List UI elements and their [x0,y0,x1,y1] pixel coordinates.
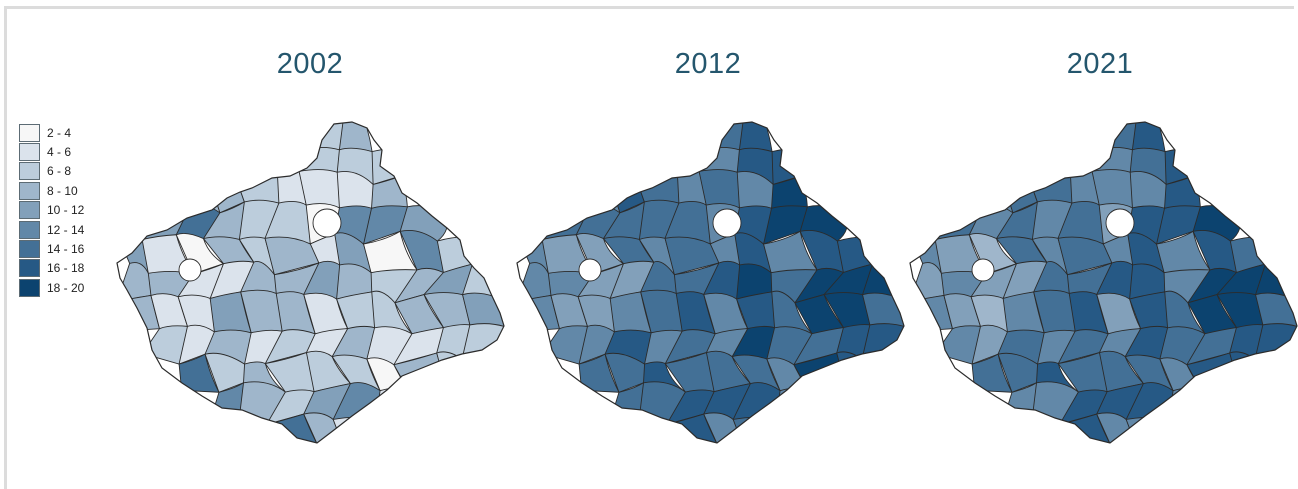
legend-item: 4 - 6 [19,142,109,162]
district-region [1125,416,1174,443]
legend-item: 6 - 8 [19,162,109,181]
map-title-2021: 2021 [1066,48,1134,80]
legend-swatch [19,278,40,297]
legend-item: 8 - 10 [19,181,109,200]
legend-swatch [19,123,40,142]
legend-item: 18 - 20 [19,278,109,297]
district-region [461,323,504,360]
legend-item: 12 - 14 [19,220,109,239]
district-region [171,179,221,214]
enclave-region [178,258,202,282]
district-region [698,169,741,209]
district-region [298,169,341,209]
district-region [375,387,410,420]
legend-label: 8 - 10 [47,183,78,198]
enclave-region [578,258,602,282]
legend-swatch [19,259,40,278]
legend-label: 2 - 4 [47,125,72,140]
legend-swatch [19,201,40,220]
legend-item: 16 - 18 [19,259,109,278]
district-region [436,351,473,395]
legend-swatch [19,143,40,162]
legend-item: 2 - 4 [19,123,109,142]
district-region [738,122,773,153]
legend: 2 - 4 4 - 6 6 - 8 8 - 10 10 - 12 12 - 14… [19,123,109,298]
region-outline [116,121,505,444]
enclave-region [712,208,742,238]
district-region [338,122,373,153]
region-outline [909,121,1298,444]
legend-item: 10 - 12 [19,201,109,220]
enclave-region [312,208,342,238]
choropleth-map-2021 [909,121,1298,444]
legend-swatch [19,220,40,239]
district-region [775,387,810,420]
choropleth-map-2002 [116,121,505,444]
district-region [964,179,1014,214]
region-outline [516,121,905,444]
legend-label: 6 - 8 [47,164,72,179]
choropleth-map-2012 [516,121,905,444]
legend-swatch [19,162,40,181]
legend-swatch [19,240,40,259]
map-title-2002: 2002 [276,48,344,80]
district-region [1229,351,1266,395]
legend-label: 10 - 12 [47,203,85,218]
enclave-region [971,258,995,282]
district-region [332,416,381,443]
map-title-2012: 2012 [674,48,742,80]
legend-label: 16 - 18 [47,261,85,276]
legend-label: 12 - 14 [47,222,85,237]
legend-label: 4 - 6 [47,145,72,160]
district-region [1098,122,1139,151]
district-region [1091,169,1134,209]
enclave-region [1105,208,1135,238]
legend-swatch [19,181,40,200]
legend-label: 14 - 16 [47,242,85,257]
district-region [1254,323,1297,360]
legend-item: 14 - 16 [19,239,109,259]
district-region [732,416,781,443]
district-region [571,179,621,214]
district-region [305,122,346,151]
district-region [705,122,746,151]
legend-label: 18 - 20 [47,280,85,295]
district-region [1168,387,1203,420]
district-region [836,351,873,395]
district-region [1131,122,1166,153]
